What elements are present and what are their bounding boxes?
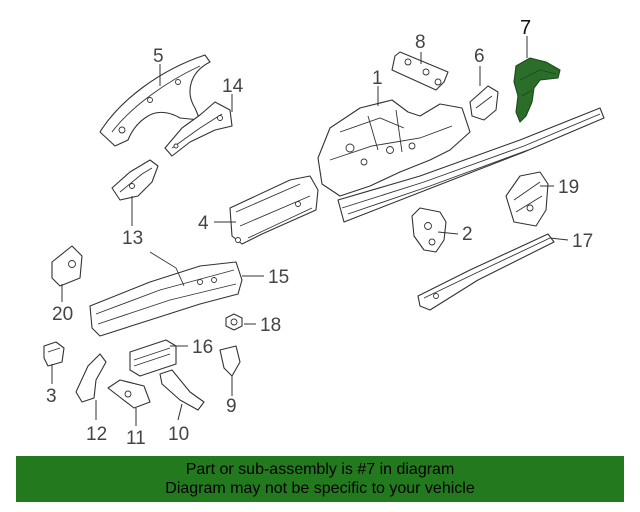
- callout-3: 3: [46, 386, 57, 407]
- callout-5: 5: [153, 46, 164, 67]
- callout-labels: 5 14 13 4 8 6 7 1 2 19 17 15 20 16 18 3 …: [46, 17, 593, 449]
- callout-17: 17: [572, 231, 593, 252]
- callout-20: 20: [52, 304, 73, 325]
- part-14-drawing: [164, 101, 233, 157]
- callout-10: 10: [168, 424, 189, 445]
- part-12-drawing: [75, 353, 107, 403]
- callout-13: 13: [122, 228, 143, 249]
- part-7-highlighted[interactable]: [513, 57, 561, 123]
- part-4-drawing: [229, 175, 319, 245]
- callout-11: 11: [126, 428, 146, 449]
- part-11-drawing: [107, 379, 151, 409]
- part-18-drawing: [225, 313, 243, 331]
- part-10-drawing: [159, 369, 205, 411]
- part-9-drawing: [219, 345, 241, 377]
- callout-16: 16: [192, 337, 213, 358]
- callout-9: 9: [226, 396, 237, 417]
- part-6-drawing: [469, 85, 499, 121]
- callout-18: 18: [260, 315, 281, 336]
- part-13-drawing: [111, 159, 159, 201]
- part-1-drawing: [317, 99, 605, 223]
- part-20-drawing: [51, 245, 83, 287]
- callout-12: 12: [86, 424, 107, 445]
- callout-15: 15: [268, 267, 289, 288]
- leader-lines: [51, 36, 569, 426]
- part-2-drawing: [411, 207, 447, 253]
- banner-line-2: Diagram may not be specific to your vehi…: [165, 480, 475, 497]
- callout-2: 2: [462, 224, 473, 245]
- part-3-drawing: [43, 341, 65, 367]
- info-banner: Part or sub-assembly is #7 in diagram Di…: [16, 456, 624, 502]
- part-5-drawing: [99, 54, 211, 147]
- part-19-drawing: [505, 171, 549, 227]
- part-8-drawing: [391, 51, 449, 91]
- part-17-drawing: [417, 233, 555, 311]
- callout-14: 14: [222, 76, 244, 97]
- callout-8: 8: [415, 32, 426, 53]
- part-16-drawing: [129, 339, 177, 377]
- parts-diagram: 5 14 13 4 8 6 7 1 2 19 17 15 20 16 18 3 …: [43, 17, 605, 449]
- part-15-drawing: [89, 251, 243, 337]
- callout-6: 6: [474, 46, 485, 67]
- callout-1: 1: [372, 68, 383, 89]
- callout-7[interactable]: 7: [520, 17, 531, 39]
- banner-line-1: Part or sub-assembly is #7 in diagram: [185, 461, 455, 478]
- callout-4: 4: [198, 213, 209, 234]
- callout-19: 19: [558, 177, 579, 198]
